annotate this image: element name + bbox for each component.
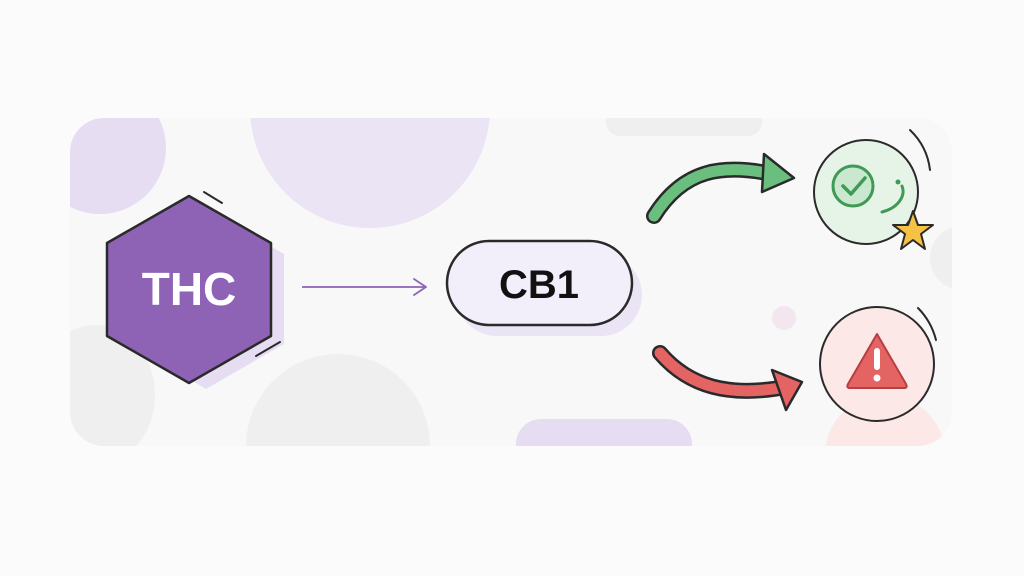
thc-accent-line [203, 191, 223, 204]
positive-outcome-accent [909, 129, 931, 171]
thc-accent-line [255, 341, 281, 357]
decor-blob-right-bottom [825, 395, 945, 446]
thc-to-cb1-arrow [302, 278, 427, 296]
decor-bar-top-right [606, 118, 762, 136]
thc-label: THC [142, 263, 237, 315]
star-icon [892, 210, 934, 250]
negative-curved-arrow [652, 345, 804, 412]
decor-bar-bottom-center [516, 419, 692, 446]
cb1-node: CB1 [445, 239, 642, 336]
thc-hexagon [105, 194, 273, 385]
positive-outcome-node [813, 129, 934, 250]
cb1-pill [445, 239, 634, 327]
thc-node: THC [105, 191, 284, 389]
smile-icon [880, 184, 905, 214]
decor-dot [772, 306, 796, 330]
smile-eye [895, 179, 901, 185]
warning-triangle-icon [846, 333, 908, 389]
negative-outcome-node [819, 306, 937, 422]
decor-blob-bottom-center [246, 354, 430, 446]
decor-blob-right-middle [930, 226, 952, 290]
decor-blob-top-left [70, 118, 166, 214]
check-circle-icon [831, 164, 875, 208]
decor-blob-bottom-left [70, 325, 155, 446]
decor-blob-top-center [250, 118, 490, 228]
positive-curved-arrow [646, 152, 796, 224]
negative-outcome-accent [917, 307, 937, 341]
decorative-shapes [70, 118, 952, 446]
cb1-label: CB1 [499, 263, 579, 307]
